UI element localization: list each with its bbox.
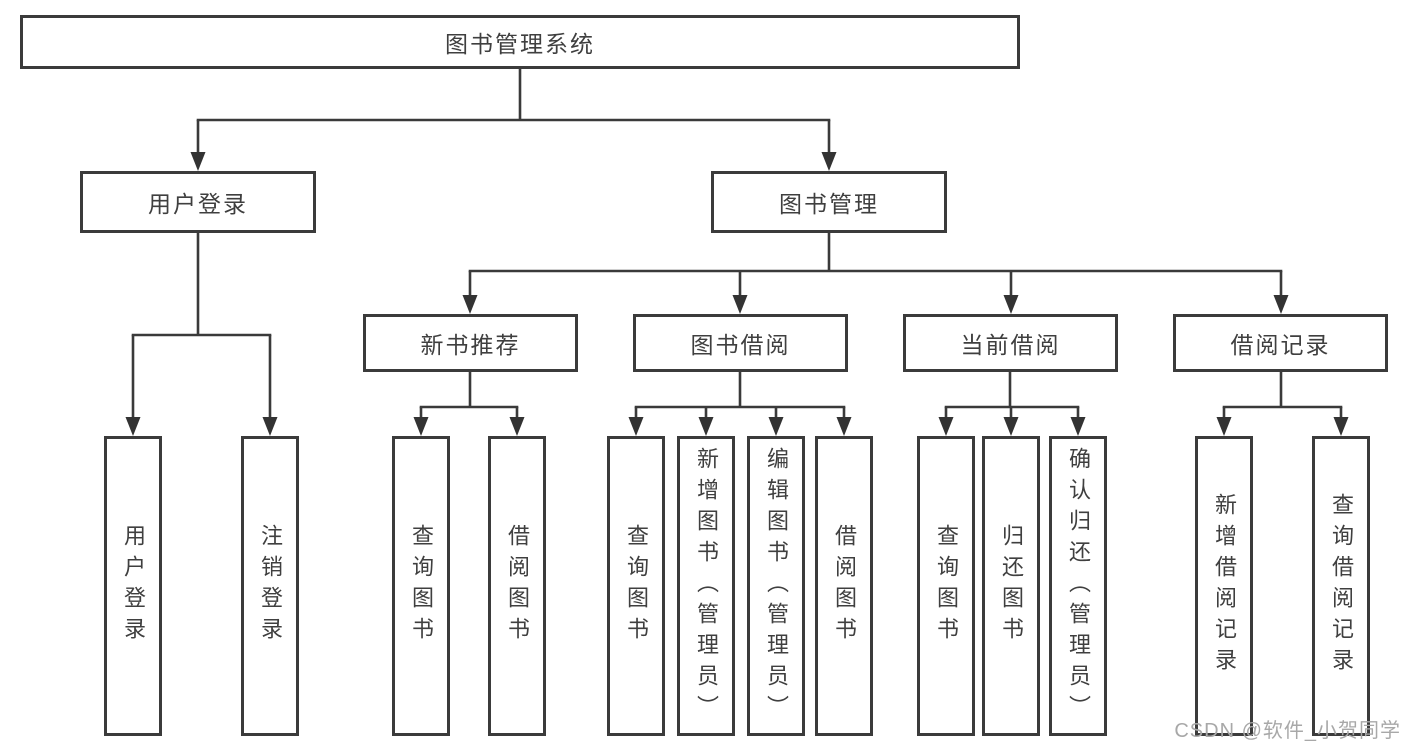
node-user-login-label: 用户登录 xyxy=(148,191,248,217)
connector-current-to-leaves xyxy=(938,372,1086,436)
leaf-borrowing-edit-books-admin: 编辑图书（管理员） xyxy=(747,436,805,736)
node-new-book-recommend-label: 新书推荐 xyxy=(420,332,521,358)
node-book-management-label: 图书管理 xyxy=(779,191,879,217)
connector-root-to-level2 xyxy=(190,69,837,171)
leaf-newbooks-borrow-books-label: 借阅图书 xyxy=(505,524,530,648)
leaf-borrowing-query-books-label: 查询图书 xyxy=(624,524,649,648)
leaf-records-add-record: 新增借阅记录 xyxy=(1195,436,1253,736)
leaf-current-return-books: 归还图书 xyxy=(982,436,1040,736)
leaf-current-return-books-label: 归还图书 xyxy=(999,524,1024,648)
leaf-borrowing-borrow-books: 借阅图书 xyxy=(815,436,873,736)
leaf-records-query-record: 查询借阅记录 xyxy=(1312,436,1370,736)
leaf-current-query-books: 查询图书 xyxy=(917,436,975,736)
leaf-borrowing-borrow-books-label: 借阅图书 xyxy=(832,524,857,648)
connector-userlogin-to-leaves xyxy=(125,233,278,436)
connector-borrowing-to-leaves xyxy=(628,372,852,436)
node-user-login: 用户登录 xyxy=(80,171,316,233)
leaf-newbooks-query-books: 查询图书 xyxy=(392,436,450,736)
leaf-borrowing-query-books: 查询图书 xyxy=(607,436,665,736)
node-current-borrowing-label: 当前借阅 xyxy=(960,332,1061,358)
leaf-borrowing-add-books-admin-label: 新增图书（管理员） xyxy=(694,446,719,726)
node-borrowing-records-label: 借阅记录 xyxy=(1230,332,1331,358)
node-borrowing-records: 借阅记录 xyxy=(1173,314,1388,372)
node-root-system: 图书管理系统 xyxy=(20,15,1020,69)
leaf-user-login: 用户登录 xyxy=(104,436,162,736)
leaf-logout: 注销登录 xyxy=(241,436,299,736)
leaf-user-login-label: 用户登录 xyxy=(121,524,146,648)
leaf-current-confirm-return-admin-label: 确认归还（管理员） xyxy=(1066,446,1091,726)
node-book-borrowing-label: 图书借阅 xyxy=(690,332,791,358)
leaf-current-query-books-label: 查询图书 xyxy=(934,524,959,648)
csdn-watermark: CSDN @软件_小贺同学 xyxy=(1174,720,1401,742)
node-book-borrowing: 图书借阅 xyxy=(633,314,848,372)
node-root-system-label: 图书管理系统 xyxy=(445,31,595,57)
leaf-borrowing-add-books-admin: 新增图书（管理员） xyxy=(677,436,735,736)
leaf-borrowing-edit-books-admin-label: 编辑图书（管理员） xyxy=(764,446,789,726)
leaf-newbooks-query-books-label: 查询图书 xyxy=(409,524,434,648)
connector-records-to-leaves xyxy=(1216,372,1349,436)
node-current-borrowing: 当前借阅 xyxy=(903,314,1118,372)
leaf-records-add-record-label: 新增借阅记录 xyxy=(1212,493,1237,679)
leaf-current-confirm-return-admin: 确认归还（管理员） xyxy=(1049,436,1107,736)
connector-bookmgmt-to-level3 xyxy=(462,233,1289,314)
connector-newbooks-to-leaves xyxy=(413,372,525,436)
leaf-newbooks-borrow-books: 借阅图书 xyxy=(488,436,546,736)
node-new-book-recommend: 新书推荐 xyxy=(363,314,578,372)
node-book-management: 图书管理 xyxy=(711,171,947,233)
leaf-logout-label: 注销登录 xyxy=(258,524,283,648)
leaf-records-query-record-label: 查询借阅记录 xyxy=(1329,493,1354,679)
